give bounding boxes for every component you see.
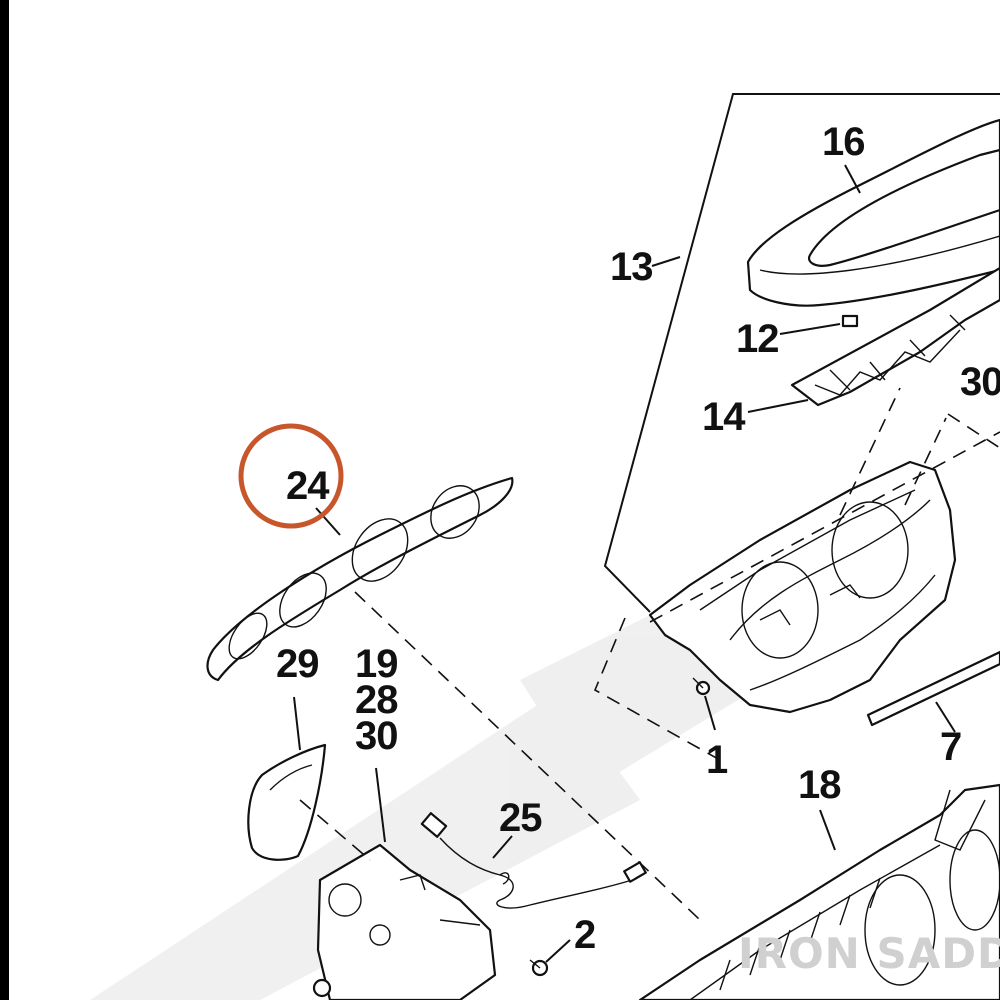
callout-30-right: 30	[960, 360, 1000, 404]
leader-13	[651, 256, 681, 267]
callout-14: 14	[702, 395, 746, 439]
part-2-screw	[529, 959, 549, 977]
leader-18	[819, 809, 836, 851]
callout-24: 24	[286, 464, 330, 508]
part-25-wiring-harness	[420, 812, 647, 909]
callout-1: 1	[706, 738, 728, 782]
watermark-logo-text: IRON SADDLE	[738, 929, 1000, 978]
part-18-outer-fairing	[638, 783, 1000, 1000]
part-16-upper-trim	[746, 118, 1000, 307]
part-29-lens-cover	[247, 743, 327, 861]
leader-14	[747, 399, 809, 413]
callout-18: 18	[798, 763, 841, 807]
part-12-clip	[841, 314, 859, 328]
callout-7: 7	[940, 725, 961, 769]
callout-30: 30	[355, 714, 398, 758]
leader-7	[935, 701, 956, 733]
part-7-trim-strip	[866, 650, 1000, 727]
callout-16: 16	[822, 120, 865, 164]
part-1-screw	[692, 677, 711, 696]
callout-13: 13	[610, 245, 653, 289]
callout-19: 19	[355, 642, 398, 686]
leader-16	[844, 164, 861, 194]
part-19-28-30-switch-housing	[312, 843, 497, 1000]
alignment-lines	[299, 387, 1000, 921]
leader-25	[492, 835, 513, 859]
highlight-circle	[238, 423, 344, 529]
leader-19-28-30	[375, 767, 386, 843]
callout-12: 12	[736, 317, 779, 361]
part-14-bracket	[790, 266, 1000, 407]
leader-1	[704, 695, 716, 731]
leader-24	[315, 507, 341, 536]
part-1-inner-housing	[648, 460, 957, 714]
callout-28: 28	[355, 678, 398, 722]
callout-2: 2	[574, 913, 595, 957]
leader-2	[545, 939, 571, 963]
callout-29: 29	[276, 642, 319, 686]
group-bracket-13	[603, 93, 1000, 613]
leader-12	[779, 323, 841, 335]
leader-29	[293, 696, 301, 751]
callout-25: 25	[499, 796, 542, 840]
left-border-bar	[0, 0, 9, 1000]
part-24-gauge-bezel	[206, 476, 514, 682]
